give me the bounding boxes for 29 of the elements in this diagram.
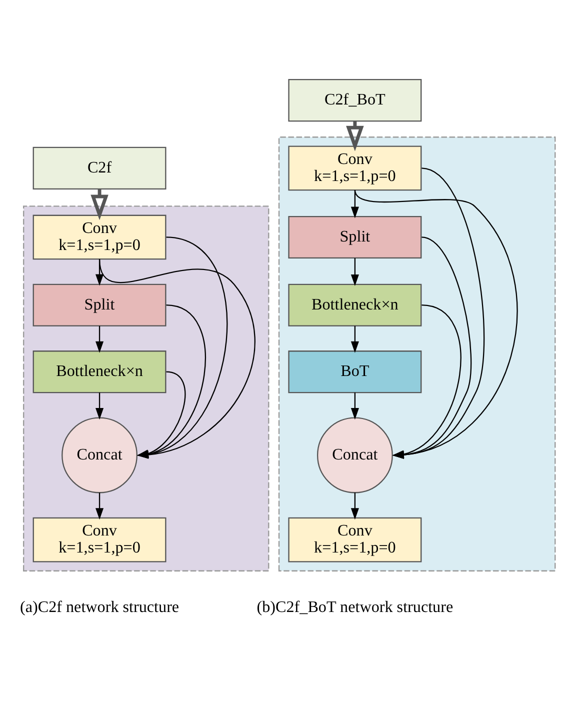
- label: (b)C2f_BoT network structure: [256, 598, 454, 616]
- arrow: [350, 325, 359, 352]
- arrow: [354, 189, 518, 458]
- arrow: [350, 190, 359, 218]
- arrow: [350, 258, 359, 286]
- arrow: [392, 167, 485, 458]
- arrow: [96, 492, 104, 520]
- node-circle: Concat: [62, 416, 138, 493]
- node-circle: Concat: [316, 416, 393, 493]
- node-box: Split: [32, 283, 166, 326]
- arrow: [392, 236, 472, 458]
- cluster: [23, 205, 270, 571]
- node-box: Conv k=1,s=1,p=0: [32, 214, 166, 260]
- node-box: BoT: [288, 350, 422, 393]
- label: (a)C2f network structure: [20, 598, 180, 616]
- arrow: [350, 492, 359, 520]
- arrow: [96, 392, 104, 420]
- node-box: C2f_BoT: [288, 78, 422, 122]
- arrow: [96, 325, 104, 352]
- node-box: Split: [288, 215, 422, 258]
- arrow: [350, 392, 359, 420]
- node-box: Bottleneck×n: [32, 350, 166, 393]
- node-box: C2f: [32, 146, 166, 189]
- arrow: [392, 304, 462, 458]
- cluster: [278, 136, 556, 571]
- node-box: Conv k=1,s=1,p=0: [288, 516, 422, 562]
- node-box: Conv k=1,s=1,p=0: [288, 145, 422, 190]
- node-box: Bottleneck×n: [288, 283, 422, 326]
- node-box: Conv k=1,s=1,p=0: [32, 516, 166, 562]
